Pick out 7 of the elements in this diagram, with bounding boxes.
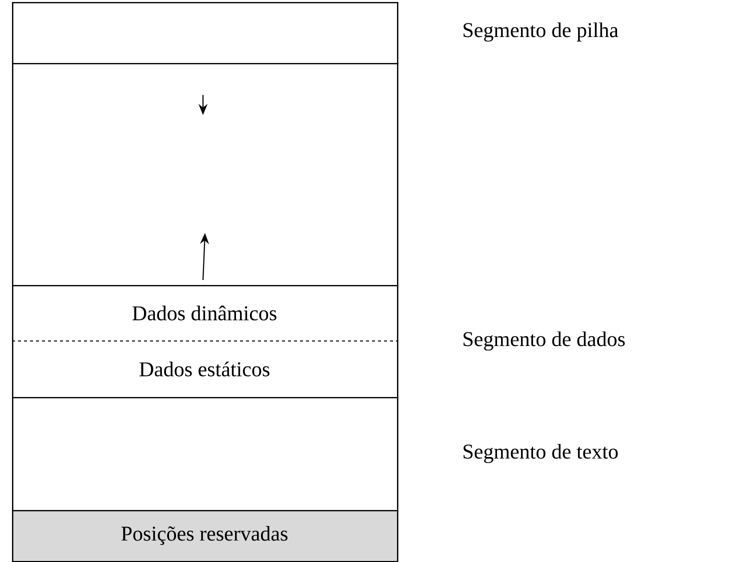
memory-segment (12, 397, 398, 512)
segment-label: Segmento de pilha (464, 22, 618, 42)
memory-segment (12, 2, 398, 64)
memory-segment: Dados dinâmicos Dados estáticos (12, 285, 398, 398)
segment-label: Segmento de dados (464, 331, 625, 351)
memory-segment: Posições reservadas (12, 510, 398, 562)
segment-label: Segmento de texto (464, 444, 618, 464)
